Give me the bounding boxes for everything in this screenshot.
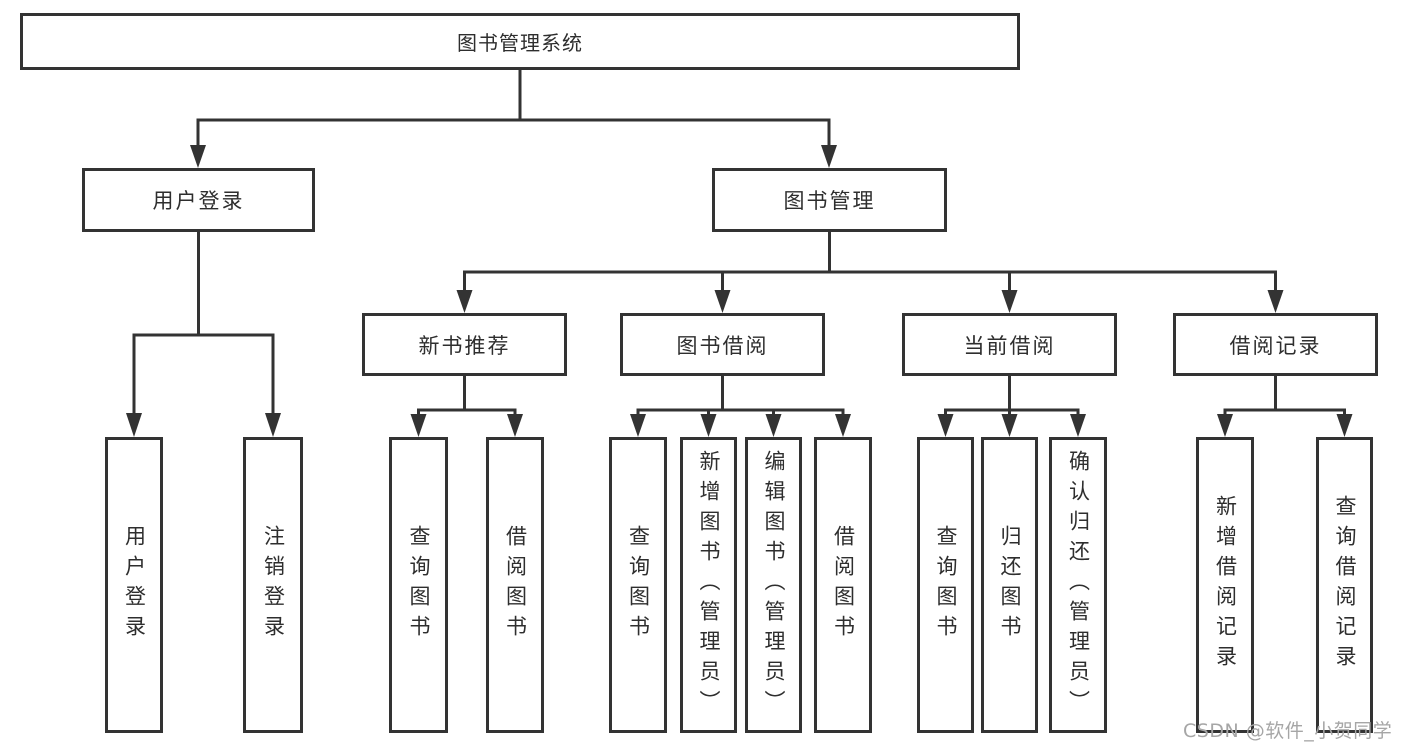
node-borrow-record: 借阅记录: [1173, 313, 1378, 376]
leaf-label: 新增借阅记录: [1213, 495, 1238, 675]
leaf-query-books: 查询图书: [609, 437, 667, 733]
leaf-label: 借阅图书: [503, 525, 528, 645]
node-library-management-system: 图书管理系统: [20, 13, 1020, 70]
leaf-query-borrow-record: 查询借阅记录: [1316, 437, 1373, 733]
leaf-label: 查询借阅记录: [1333, 495, 1357, 675]
leaf-add-borrow-record: 新增借阅记录: [1196, 437, 1254, 733]
leaf-label: 确认归还（管理员）: [1066, 450, 1091, 720]
node-new-book-recommend: 新书推荐: [362, 313, 567, 376]
leaf-label: 编辑图书（管理员）: [762, 450, 786, 720]
leaf-label: 归还图书: [998, 525, 1022, 645]
leaf-borrow-books: 借阅图书: [814, 437, 872, 733]
leaf-logout: 注销登录: [243, 437, 303, 733]
csdn-watermark: CSDN @软件_小贺同学: [1183, 720, 1393, 742]
leaf-label: 查询图书: [626, 525, 651, 645]
node-user-login: 用户登录: [82, 168, 315, 232]
leaf-label: 新增图书（管理员）: [697, 450, 721, 720]
leaf-query-books: 查询图书: [917, 437, 974, 733]
node-current-borrow: 当前借阅: [902, 313, 1117, 376]
leaf-label: 注销登录: [261, 525, 286, 645]
node-book-borrow: 图书借阅: [620, 313, 825, 376]
leaf-label: 查询图书: [407, 525, 431, 645]
leaf-label: 借阅图书: [831, 525, 856, 645]
leaf-confirm-return-admin: 确认归还（管理员）: [1049, 437, 1107, 733]
leaf-label: 查询图书: [934, 525, 958, 645]
leaf-return-books: 归还图书: [981, 437, 1038, 733]
leaf-user-login: 用户登录: [105, 437, 163, 733]
node-book-management: 图书管理: [712, 168, 947, 232]
leaf-label: 用户登录: [122, 525, 147, 645]
leaf-add-book-admin: 新增图书（管理员）: [680, 437, 737, 733]
leaf-edit-book-admin: 编辑图书（管理员）: [745, 437, 802, 733]
leaf-query-books: 查询图书: [389, 437, 448, 733]
leaf-borrow-books: 借阅图书: [486, 437, 544, 733]
